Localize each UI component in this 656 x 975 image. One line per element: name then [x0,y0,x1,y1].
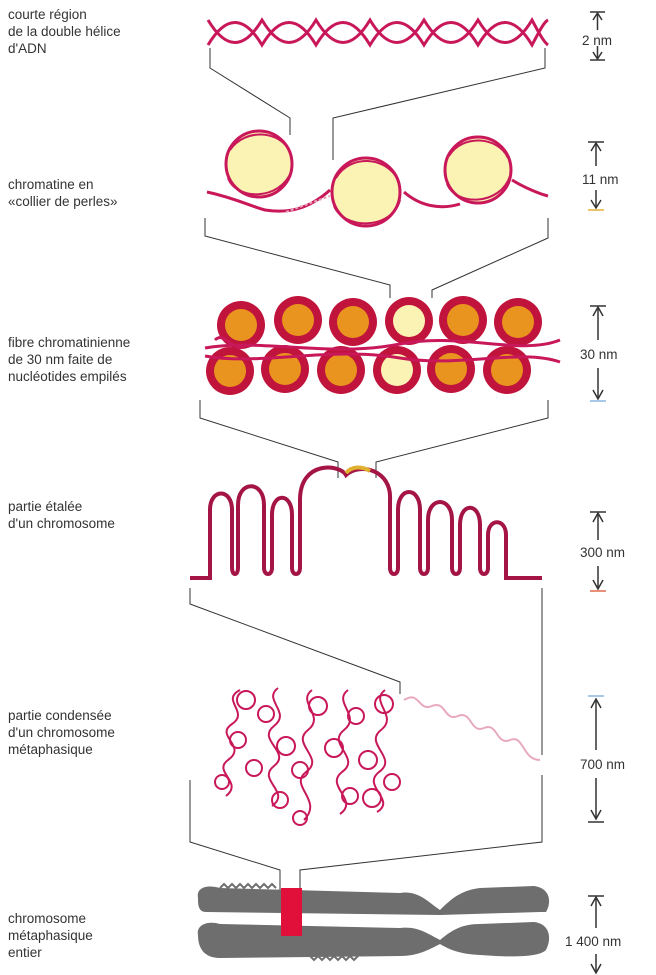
scale-bar-300nm [590,512,606,591]
chromatin-fiber-30nm [205,296,560,395]
chromosome-highlight-region [281,888,302,936]
connector-lines-2 [205,218,548,298]
nucleosome-bead [226,131,292,197]
metaphase-chromosome [198,884,549,960]
beads-on-string [207,131,548,226]
dna-double-helix [208,20,548,45]
nucleosome-bead [445,137,511,203]
scale-bar-700nm [588,696,604,822]
scale-bar-1400nm [588,896,604,973]
connector-lines-4 [190,588,542,755]
connector-lines-3 [200,400,548,478]
scale-bar-2nm [590,12,605,60]
nucleosome-row-bottom [206,345,531,395]
nucleosome-row-top [217,296,542,349]
scale-bar-11nm [588,142,604,210]
scale-bar-30nm [590,306,606,401]
extended-chromosome-loops [190,467,542,578]
condensed-chromosome-coils [215,688,540,825]
nucleosome-bead [332,158,400,226]
